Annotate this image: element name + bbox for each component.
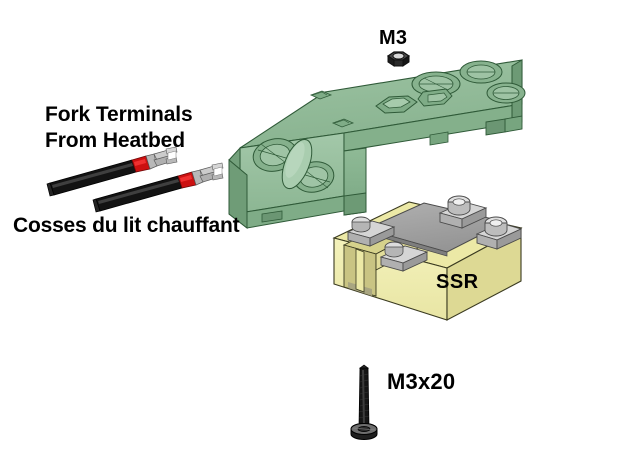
counterbore-hole-3	[486, 82, 526, 104]
label-m3-nut: M3	[379, 27, 408, 49]
ssr-terminal-4	[475, 216, 523, 250]
label-cosses-du-lit-chauffant: Cosses du lit chauffant	[13, 214, 240, 237]
keyway-slot	[417, 88, 453, 107]
label-fork-terminals-line1: Fork Terminals	[45, 103, 193, 126]
fork-wire-lower	[92, 162, 224, 213]
fork-wire-upper	[46, 146, 178, 197]
ssr-terminal-3	[438, 195, 488, 229]
label-m3x20-screw: M3x20	[387, 369, 456, 394]
ssr-terminal-2	[379, 241, 429, 272]
top-notch-2	[331, 118, 355, 128]
top-notch-1	[309, 90, 333, 100]
ssr-terminal-1	[346, 216, 396, 247]
hex-recess	[375, 95, 418, 114]
bracket-geometry	[228, 59, 526, 230]
counterbore-hole-2	[459, 60, 503, 84]
slope-oval-boss	[281, 138, 313, 190]
label-fork-terminals-line2: From Heatbed	[45, 129, 185, 152]
counterbore-hole-1	[411, 71, 461, 97]
skirt-tab	[261, 210, 283, 223]
label-ssr: SSR	[436, 271, 479, 293]
ssr-geometry	[332, 195, 523, 321]
